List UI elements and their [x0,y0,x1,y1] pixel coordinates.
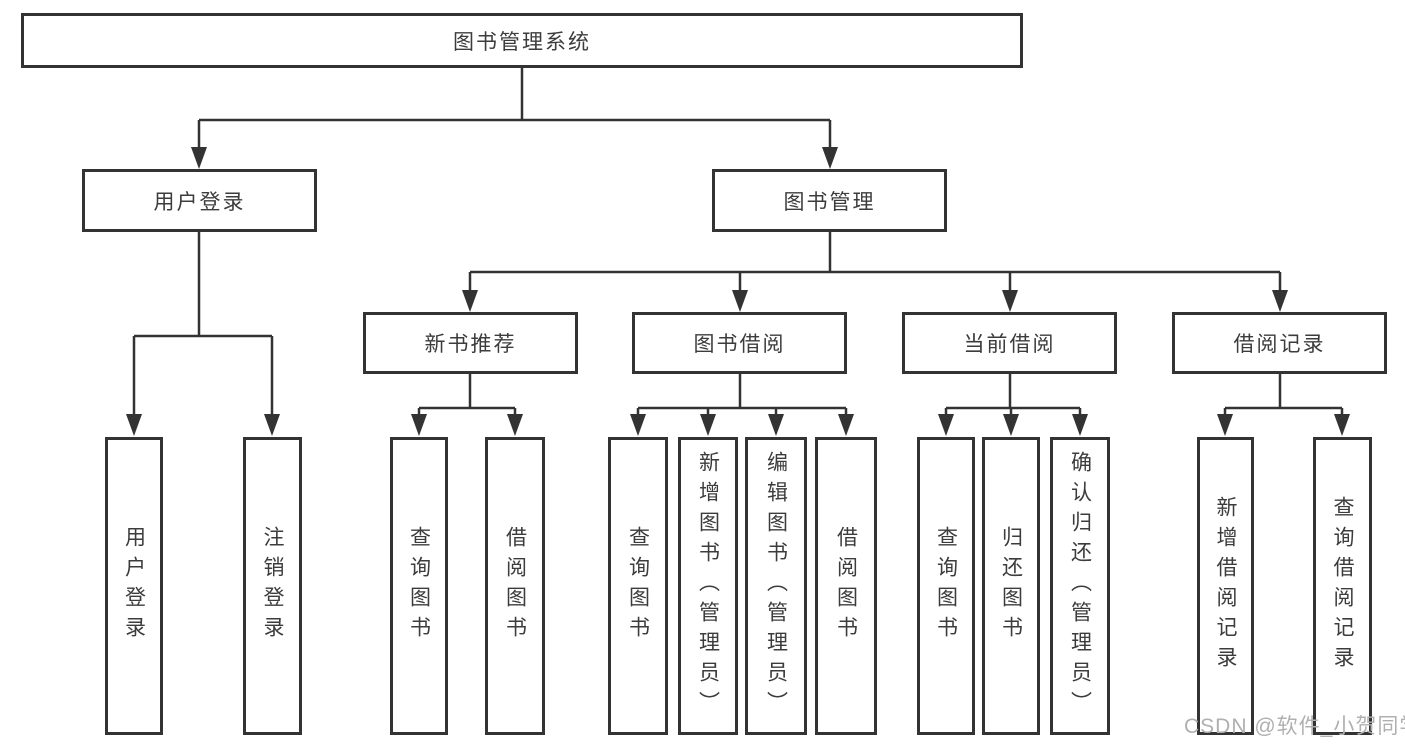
leaf-query-book-current: 查询图书 [917,437,975,735]
node-label: 新增借阅记录 [1214,496,1237,676]
node-label: 借阅图书 [503,526,527,646]
node-label: 编辑图书（管理员） [764,451,788,721]
leaf-return-book: 归还图书 [982,437,1040,735]
node-label: 当前借阅 [963,333,1056,356]
leaf-logout: 注销登录 [243,437,302,735]
node-book-management: 图书管理 [712,169,947,232]
node-label: 图书管理 [783,190,876,214]
node-root: 图书管理系统 [21,13,1023,68]
leaf-query-borrow-record: 查询借阅记录 [1313,437,1372,735]
node-label: 借阅记录 [1233,333,1326,356]
leaf-user-login: 用户登录 [105,437,163,735]
node-label: 查询图书 [407,526,431,646]
node-book-borrow: 图书借阅 [632,312,847,374]
leaf-confirm-return-admin: 确认归还（管理员） [1050,437,1110,735]
node-label: 注销登录 [261,526,284,646]
leaf-borrow-book: 借阅图书 [815,437,877,735]
arrowhead-icons [126,147,1350,436]
node-label: 新增图书（管理员） [696,451,720,721]
leaf-add-book-admin: 新增图书（管理员） [678,437,738,735]
watermark: CSDN @软件_小贺同学 [1184,715,1405,738]
node-label: 图书借阅 [693,333,786,356]
node-label: 查询借阅记录 [1331,496,1354,676]
node-label: 新书推荐 [424,333,517,356]
node-current-borrow: 当前借阅 [902,312,1117,374]
leaf-add-borrow-record: 新增借阅记录 [1197,437,1254,735]
node-borrow-records: 借阅记录 [1172,312,1387,374]
node-label: 确认归还（管理员） [1068,451,1092,721]
node-label: 用户登录 [122,526,146,646]
leaf-query-book-recommend: 查询图书 [390,437,448,735]
node-label: 查询图书 [626,526,650,646]
node-label: 借阅图书 [834,526,858,646]
node-user-login: 用户登录 [82,169,317,232]
node-label: 归还图书 [999,526,1023,646]
leaf-borrow-book-recommend: 借阅图书 [485,437,545,735]
leaf-query-book-borrow: 查询图书 [608,437,668,735]
node-label: 用户登录 [153,190,246,214]
leaf-edit-book-admin: 编辑图书（管理员） [745,437,807,735]
node-new-book-recommend: 新书推荐 [363,312,578,374]
node-label: 图书管理系统 [453,30,591,54]
node-label: 查询图书 [934,526,958,646]
